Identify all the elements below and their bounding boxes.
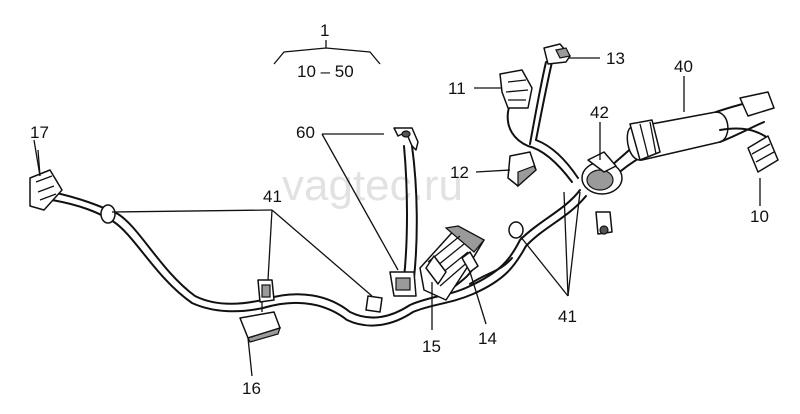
callout-13: 13: [606, 49, 625, 68]
assembly-bracket: [273, 40, 381, 65]
callout-17: 17: [30, 123, 49, 142]
callout-11: 11: [448, 79, 466, 98]
main-harness: [51, 61, 647, 327]
clip-14: [461, 251, 479, 273]
grommet-42: [581, 151, 623, 235]
assembly-range: 10 – 50: [297, 62, 354, 81]
connector-17: [29, 149, 63, 211]
connector-10: [747, 135, 779, 173]
callout-15: 15: [422, 337, 441, 356]
callout-40: 40: [674, 57, 693, 76]
clip-41-right: [508, 221, 524, 239]
callout-60: 60: [296, 123, 315, 142]
connector-13: [543, 43, 571, 65]
bracket-60: [389, 127, 419, 297]
sleeve-40: [626, 91, 775, 161]
leader-lines: [33, 57, 761, 377]
clip-41-center: [365, 295, 383, 313]
callout-labels: 17 41 60 11 12 13 42 40 10 15 14 16 41: [30, 49, 769, 398]
callout-42: 42: [590, 103, 609, 122]
assembly-header: 1 10 – 50: [273, 21, 381, 81]
callout-12: 12: [450, 163, 469, 182]
callout-14: 14: [478, 329, 497, 348]
watermark: vagtec.ru: [282, 161, 463, 210]
callout-41-bottom: 41: [558, 307, 577, 326]
assembly-number: 1: [320, 21, 329, 40]
callout-16: 16: [242, 379, 261, 398]
clip-41-left: [100, 204, 116, 224]
callout-41-top: 41: [263, 187, 282, 206]
callout-10: 10: [750, 207, 769, 226]
connector-11: [499, 69, 533, 109]
connector-12: [507, 151, 537, 188]
clip-41-mid: [257, 279, 275, 303]
connector-16: [239, 302, 281, 343]
